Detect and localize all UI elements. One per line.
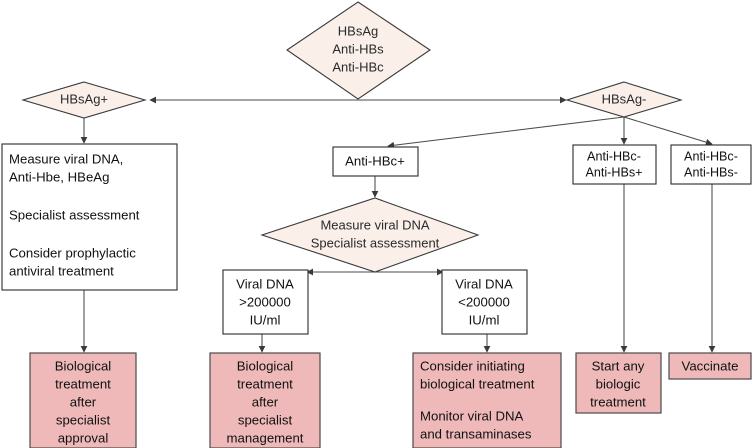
anti-hbc-neg-hbs-pos-line-1: Anti-HBc- <box>587 149 641 163</box>
node-viral-dna-high[interactable]: Viral DNA >200000 IU/ml <box>222 269 309 335</box>
measure-left-line-3: Specialist assessment <box>9 207 140 222</box>
hbsag-positive-label: HBsAg+ <box>60 91 108 106</box>
node-outcome-specialist-management[interactable]: Biological treatment after specialist ma… <box>209 352 321 448</box>
viral-dna-low-line-1: Viral DNA <box>455 276 513 291</box>
measure-left-box-shape <box>1 143 178 291</box>
outcome-start-biologic-box-shape <box>575 352 662 414</box>
measure-left-line-2: Anti-Hbe, HBeAg <box>9 169 109 184</box>
node-outcome-specialist-approval[interactable]: Biological treatment after specialist ap… <box>29 352 137 448</box>
outcome-vaccinate-box-shape <box>668 352 752 380</box>
node-outcome-consider-initiating[interactable]: Consider initiating biological treatment… <box>412 352 562 448</box>
viral-dna-low-line-2: <200000 <box>458 294 510 309</box>
outcome-consider-initiating-line-4: and transaminases <box>420 426 532 441</box>
measure-mid-line-1: Measure viral DNA <box>320 217 429 232</box>
outcome-specialist-management-line-1: Biological <box>237 358 294 373</box>
node-hbsag-positive[interactable]: HBsAg+ <box>21 81 147 119</box>
outcome-specialist-approval-line-1: Biological <box>55 358 112 373</box>
outcome-consider-initiating-line-1: Consider initiating <box>420 358 525 373</box>
outcome-consider-initiating-box-shape <box>412 352 562 448</box>
serology-diamond-shape <box>286 1 431 100</box>
node-anti-hbc-neg-hbs-pos[interactable]: Anti-HBc- Anti-HBs+ <box>572 144 657 185</box>
outcome-consider-initiating-line-3: Monitor viral DNA <box>420 408 524 423</box>
outcome-specialist-approval-line-5: approval <box>58 430 109 445</box>
anti-hbc-neg-hbs-neg-line-1: Anti-HBc- <box>684 149 738 163</box>
anti-hbc-neg-hbs-pos-line-2: Anti-HBs+ <box>585 165 642 179</box>
anti-hbc-neg-hbs-neg-box-shape <box>670 144 752 185</box>
viral-dna-low-line-3: IU/ml <box>469 312 500 327</box>
measure-mid-line-2: Specialist assessment <box>311 235 440 250</box>
outcome-vaccinate-label: Vaccinate <box>682 358 739 373</box>
edge-hbsag-neg-to-anti-hbc-neg-hbs-neg <box>623 116 713 146</box>
viral-dna-low-box-shape <box>441 269 528 335</box>
node-measure-mid[interactable]: Measure viral DNA Specialist assessment <box>260 197 480 273</box>
outcome-specialist-management-line-4: specialist <box>238 412 293 427</box>
outcome-consider-initiating-line-2: biological treatment <box>420 376 535 391</box>
measure-left-line-5: antiviral treatment <box>9 263 114 278</box>
edge-layer <box>80 96 716 353</box>
anti-hbc-neg-hbs-neg-line-2: Anti-HBs- <box>684 165 738 179</box>
measure-mid-diamond-shape <box>260 197 480 273</box>
outcome-specialist-approval-box-shape <box>29 352 137 448</box>
viral-dna-high-line-2: >200000 <box>239 294 291 309</box>
outcome-specialist-management-box-shape <box>209 352 321 448</box>
outcome-specialist-approval-line-3: after <box>70 394 97 409</box>
node-outcome-vaccinate[interactable]: Vaccinate <box>668 352 752 380</box>
outcome-start-biologic-line-3: treatment <box>590 394 646 409</box>
serology-line-1: HBsAg <box>338 23 378 38</box>
serology-line-3: Anti-HBc <box>332 59 384 74</box>
outcome-specialist-management-line-5: management <box>227 430 304 445</box>
node-serology[interactable]: HBsAg Anti-HBs Anti-HBc <box>286 1 431 100</box>
serology-line-2: Anti-HBs <box>332 41 384 56</box>
outcome-start-biologic-line-1: Start any <box>592 358 645 373</box>
outcome-specialist-approval-line-4: specialist <box>56 412 111 427</box>
node-measure-left[interactable]: Measure viral DNA, Anti-Hbe, HBeAg Speci… <box>1 143 178 291</box>
edge-hbsag-neg-to-anti-hbc-pos <box>387 116 625 149</box>
outcome-specialist-approval-line-2: treatment <box>55 376 111 391</box>
viral-dna-high-box-shape <box>222 269 309 335</box>
anti-hbc-positive-label: Anti-HBc+ <box>345 153 405 168</box>
node-anti-hbc-neg-hbs-neg[interactable]: Anti-HBc- Anti-HBs- <box>670 144 752 185</box>
node-viral-dna-low[interactable]: Viral DNA <200000 IU/ml <box>441 269 528 335</box>
hbsag-negative-label: HBsAg- <box>602 91 647 106</box>
anti-hbc-positive-box-shape <box>332 146 419 177</box>
node-hbsag-negative[interactable]: HBsAg- <box>565 81 683 118</box>
viral-dna-high-line-1: Viral DNA <box>236 276 294 291</box>
node-anti-hbc-positive[interactable]: Anti-HBc+ <box>332 146 419 177</box>
measure-left-line-1: Measure viral DNA, <box>9 151 123 166</box>
hbsag-positive-diamond-shape <box>21 81 147 119</box>
viral-dna-high-line-3: IU/ml <box>250 312 281 327</box>
outcome-start-biologic-line-2: biologic <box>596 376 641 391</box>
anti-hbc-neg-hbs-pos-box-shape <box>572 144 657 185</box>
outcome-specialist-management-line-2: treatment <box>237 376 293 391</box>
node-outcome-start-biologic[interactable]: Start any biologic treatment <box>575 352 662 414</box>
outcome-specialist-management-line-3: after <box>252 394 279 409</box>
measure-left-line-4: Consider prophylactic <box>9 245 136 260</box>
hbsag-negative-diamond-shape <box>565 81 683 118</box>
